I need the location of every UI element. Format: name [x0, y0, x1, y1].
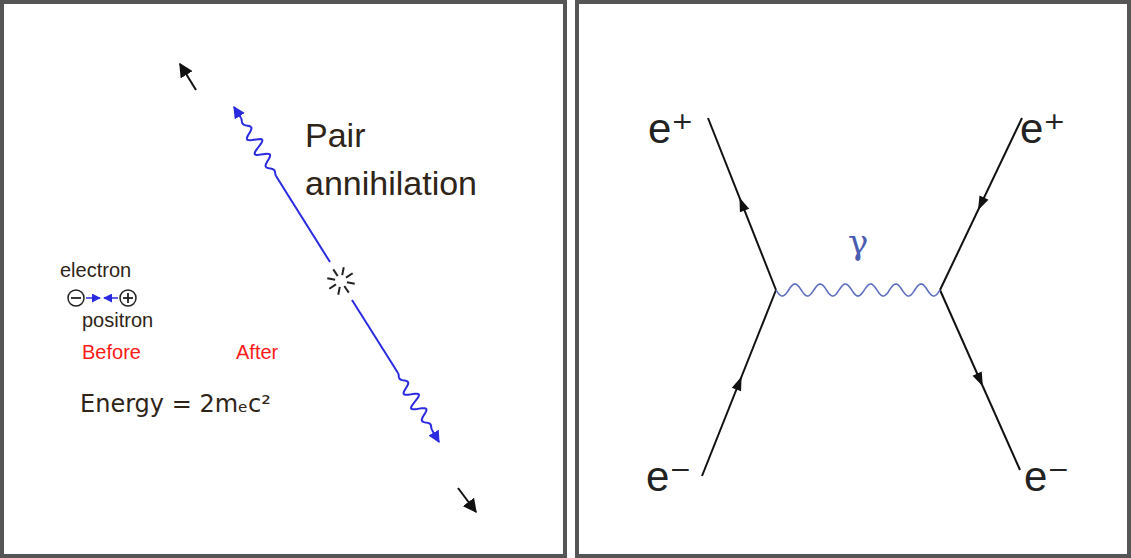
photon-arrow	[234, 107, 241, 118]
stage-label: After	[236, 340, 278, 364]
photon-wave	[241, 118, 276, 176]
approach-arrow	[86, 297, 100, 299]
fermion-arrow	[732, 375, 746, 392]
photon-wave	[398, 373, 432, 430]
fermion-arrow	[973, 196, 988, 213]
photon-path	[352, 300, 398, 373]
particle-label: e⁻	[646, 452, 692, 502]
stage-label: Before	[82, 340, 141, 364]
positron-symbol	[120, 290, 136, 306]
burst-ray	[327, 278, 335, 280]
particle-label: e⁻	[1024, 452, 1070, 502]
burst-ray	[342, 267, 344, 275]
burst-ray	[329, 284, 336, 288]
minus-sign	[71, 297, 81, 299]
photon-arrow	[432, 430, 439, 442]
burst-ray	[344, 286, 348, 293]
particle-label: electron	[60, 258, 131, 282]
photon-label: γ	[848, 222, 868, 263]
burst-ray	[346, 273, 353, 277]
drawing-layer	[68, 64, 1022, 512]
fermion-arrow	[973, 372, 988, 389]
particle-label: e⁺	[1020, 104, 1066, 154]
particle-label: positron	[82, 308, 153, 332]
approach-arrow	[104, 297, 118, 299]
panel-frame	[577, 2, 1129, 556]
fermion-arrow	[735, 196, 749, 213]
burst-ray	[347, 282, 355, 284]
fermion-line	[702, 290, 776, 476]
particle-label: e⁺	[648, 104, 694, 154]
electron-symbol	[68, 290, 84, 306]
fermion-line	[940, 290, 1020, 470]
energy-formula: Energy = 2mₑc²	[80, 390, 271, 419]
panel-frame	[2, 2, 565, 556]
burst-ray	[333, 269, 337, 276]
momentum-arrow	[180, 64, 196, 90]
plus-sign	[127, 293, 129, 303]
title-text: Pair annihilation	[305, 112, 520, 207]
momentum-arrow	[458, 488, 476, 512]
burst-ray	[338, 287, 340, 295]
fermion-line	[708, 118, 776, 290]
fermion-line	[940, 118, 1022, 290]
photon-propagator	[776, 284, 940, 296]
